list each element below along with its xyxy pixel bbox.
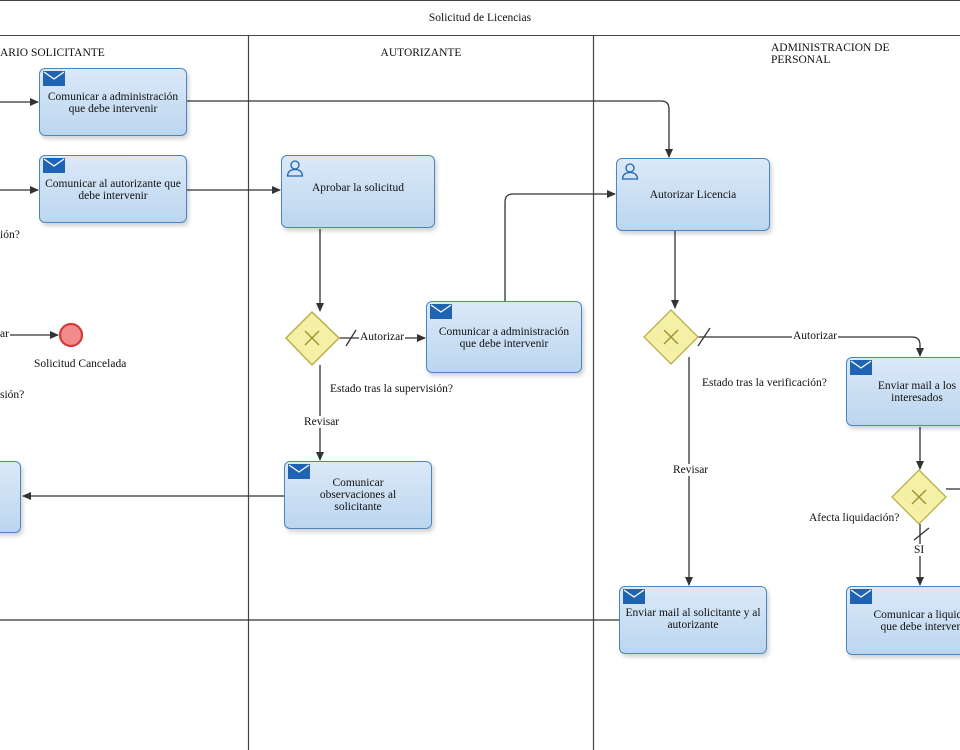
default-mark-g2 — [697, 327, 711, 347]
task-label: Comunicar a administración que debe inte… — [438, 326, 570, 350]
left-question-1: ión? — [0, 229, 20, 241]
flow-label-autorizar-2: Autorizar — [792, 330, 839, 342]
flow-label-autorizar-1: Autorizar — [359, 331, 406, 343]
lane-title-autorizante: AUTORIZANTE — [380, 47, 462, 59]
user-icon — [621, 163, 639, 180]
task-comunicar-liquidacion[interactable]: Comunicar a liquidac que debe interveni — [846, 586, 960, 655]
flow-label-revisar-1: Revisar — [304, 416, 340, 428]
envelope-icon — [850, 360, 872, 375]
task-comunicar-administracion-2[interactable]: Comunicar a administración que debe inte… — [426, 301, 582, 373]
envelope-icon — [288, 464, 310, 479]
end-event-cancelled[interactable] — [58, 322, 84, 348]
lane-title-solicitante: ARIO SOLICITANTE — [0, 47, 105, 59]
task-enviar-mail-solicitante[interactable]: Enviar mail al solicitante y al autoriza… — [619, 586, 767, 654]
task-comunicar-observaciones[interactable]: Comunicar observaciones al solicitante — [284, 461, 432, 529]
task-left-partial[interactable] — [0, 461, 21, 533]
gateway-g1[interactable] — [285, 311, 340, 366]
left-question-2: sión? — [0, 389, 25, 401]
end-event-label: Solicitud Cancelada — [34, 358, 127, 370]
task-autorizar-licencia[interactable]: Autorizar Licencia — [616, 158, 770, 231]
envelope-icon — [43, 71, 65, 86]
flow-label-cancelar-fragment: ar — [0, 328, 9, 340]
envelope-icon — [850, 589, 872, 604]
task-label: Enviar mail a los interesados — [877, 379, 957, 404]
task-aprobar-solicitud[interactable]: Aprobar la solicitud — [281, 155, 435, 228]
task-label: Autorizar Licencia — [649, 188, 737, 201]
task-label: Aprobar la solicitud — [312, 181, 404, 194]
envelope-icon — [623, 589, 645, 604]
gateway-g2[interactable] — [643, 309, 699, 365]
task-label: Comunicar observaciones al solicitante — [319, 477, 397, 513]
envelope-icon — [43, 158, 65, 173]
flow-label-revisar-2: Revisar — [673, 464, 709, 476]
flow-t4-t6[interactable] — [504, 190, 616, 301]
pool-frame — [0, 0, 960, 36]
task-comunicar-autorizante[interactable]: Comunicar al autorizante que debe interv… — [39, 155, 187, 223]
flow-label-si: SI — [914, 544, 925, 556]
default-mark-g1 — [345, 329, 357, 347]
flow-t1-t6[interactable] — [187, 100, 673, 158]
task-label: Comunicar a liquidac que debe interveni — [873, 608, 960, 633]
envelope-icon — [430, 304, 452, 319]
gateway-label-verificacion: Estado tras la verificación? — [702, 377, 827, 389]
flow-g2-t7[interactable] — [698, 336, 924, 357]
task-label: Comunicar a administración que debe inte… — [47, 91, 179, 115]
gateway-label-supervision: Estado tras la supervisión? — [330, 383, 453, 395]
gateway-label-liquidacion: Afecta liquidación? — [809, 512, 900, 524]
task-label: Enviar mail al solicitante y al autoriza… — [625, 607, 761, 631]
gateway-g3[interactable] — [891, 469, 947, 525]
task-comunicar-administracion-1[interactable]: Comunicar a administración que debe inte… — [39, 68, 187, 136]
user-icon — [286, 160, 304, 177]
pool-title: Solicitud de Licencias — [428, 12, 532, 24]
task-enviar-mail-interesados[interactable]: Enviar mail a los interesados — [846, 357, 960, 426]
lane-title-administracion: ADMINISTRACION DE PERSONAL — [771, 42, 890, 66]
default-mark-g3 — [913, 527, 930, 541]
task-label: Comunicar al autorizante que debe interv… — [45, 178, 181, 202]
